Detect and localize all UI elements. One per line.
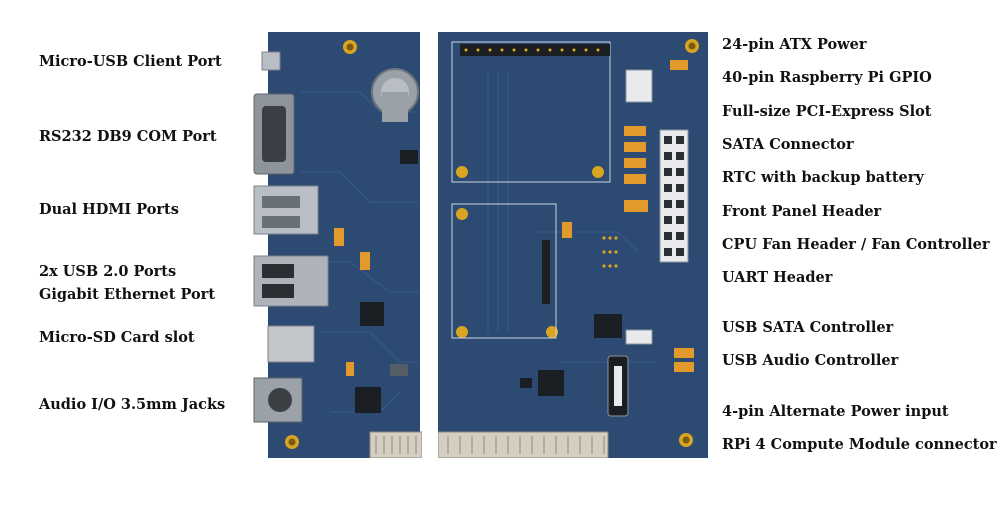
gpio-40-pin-header-icon [460, 44, 610, 56]
label-gigabit-ethernet-port: Gigabit Ethernet Port [39, 286, 216, 303]
label-24-pin-atx-power: 24-pin ATX Power [722, 36, 867, 53]
label-pci-express-slot: Full-size PCI-Express Slot [722, 103, 932, 120]
label-rs232-db9-com-port: RS232 DB9 COM Port [39, 128, 217, 145]
usb-audio-controller-chip-icon [538, 370, 564, 396]
gpio-area-outline [451, 41, 611, 183]
label-micro-usb-client-port: Micro-USB Client Port [39, 53, 222, 70]
chip-icon [400, 150, 418, 164]
label-4-pin-alt-power: 4-pin Alternate Power input [722, 403, 949, 420]
label-rpi4-cm-connector: RPi 4 Compute Module connector [722, 436, 997, 453]
label-dual-hdmi-ports: Dual HDMI Ports [39, 201, 179, 218]
label-cpu-fan-header: CPU Fan Header / Fan Controller [722, 236, 990, 253]
micro-usb-port-icon [261, 51, 281, 71]
pcb-left-half [253, 32, 422, 458]
label-rtc-backup-battery: RTC with backup battery [722, 169, 924, 186]
label-usb-2-ports: 2x USB 2.0 Ports [39, 263, 177, 280]
cpu-fan-header-icon [625, 329, 653, 345]
mounting-hole-icon [285, 40, 357, 449]
alt-power-connector-icon [625, 69, 653, 103]
rpi-cm-connector-left-icon [369, 431, 422, 458]
label-sata-connector: SATA Connector [722, 136, 854, 153]
label-usb-sata-controller: USB SATA Controller [722, 319, 894, 336]
pcb-right-half [438, 32, 708, 458]
usb-ethernet-icon [253, 255, 329, 307]
mounting-hole-icon [456, 39, 699, 447]
pcie-slot-outline [451, 203, 557, 339]
label-uart-header: UART Header [722, 269, 833, 286]
chip-icon [360, 302, 384, 326]
label-front-panel-header: Front Panel Header [722, 203, 882, 220]
micro-sd-slot-icon [267, 325, 315, 363]
rpi-cm-connector-right-icon [438, 431, 609, 458]
usb-sata-controller-chip-icon [594, 314, 622, 338]
label-40-pin-gpio: 40-pin Raspberry Pi GPIO [722, 69, 932, 86]
pcie-slot-icon [542, 240, 550, 304]
label-micro-sd-card-slot: Micro-SD Card slot [39, 329, 195, 346]
label-audio-io-jacks: Audio I/O 3.5mm Jacks [39, 396, 226, 413]
atx-24-pin-power-icon [659, 129, 689, 263]
chip-icon [355, 387, 381, 413]
label-usb-audio-controller: USB Audio Controller [722, 352, 899, 369]
